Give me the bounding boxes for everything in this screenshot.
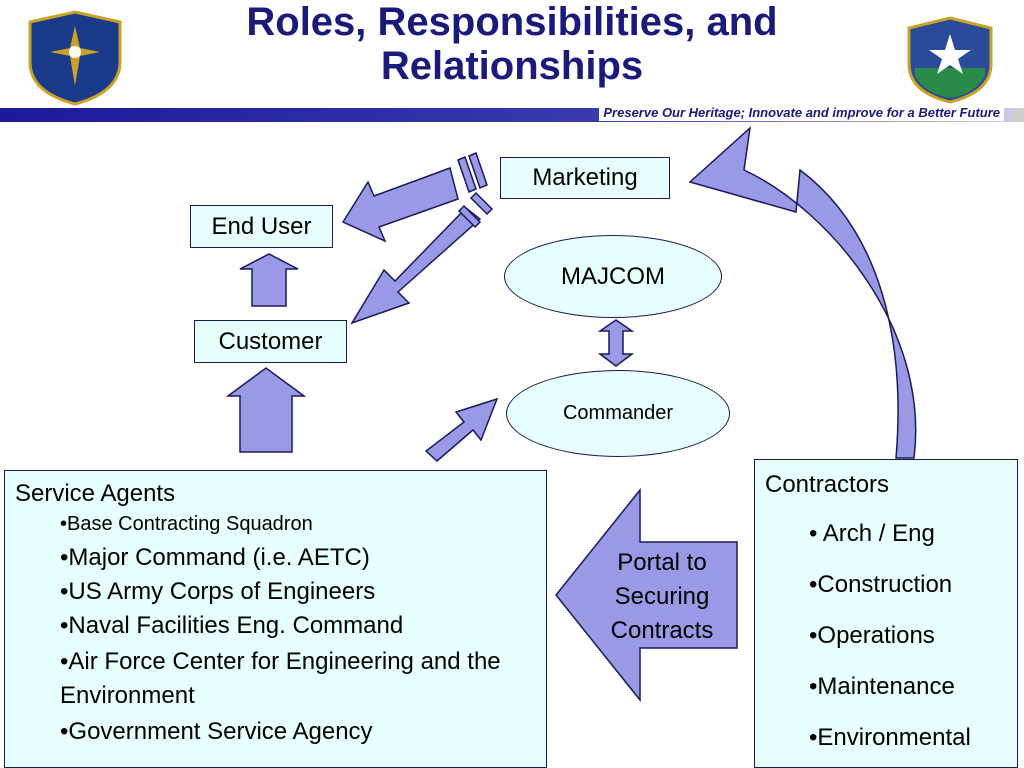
tagline: Preserve Our Heritage; Innovate and impr… bbox=[599, 105, 1004, 121]
contractor-item: •Operations bbox=[809, 622, 935, 649]
contractors-box: Contractors • Arch / Eng •Construction •… bbox=[754, 459, 1018, 768]
service-agents-box: Service Agents •Base Contracting Squadro… bbox=[4, 470, 547, 768]
end-user-label: End User bbox=[211, 212, 312, 240]
service-agent-item: •Base Contracting Squadron bbox=[60, 513, 313, 535]
service-agents-heading: Service Agents bbox=[15, 480, 176, 507]
page-title: Roles, Responsibilities, and Relationshi… bbox=[246, 0, 778, 88]
service-agent-item: •Major Command (i.e. AETC) bbox=[60, 544, 370, 571]
contractor-item: • Arch / Eng bbox=[809, 520, 935, 547]
marketing-box: Marketing bbox=[500, 157, 670, 199]
portal-label: Portal to Securing Contracts bbox=[610, 549, 714, 644]
commander-ellipse: Commander bbox=[506, 370, 730, 457]
service-agent-item: •Naval Facilities Eng. Command bbox=[60, 612, 404, 639]
arrow-marketing-to-end-user bbox=[341, 167, 459, 243]
service-agent-item: •Government Service Agency bbox=[60, 718, 373, 745]
customer-label: Customer bbox=[218, 327, 323, 355]
majcom-ellipse: MAJCOM bbox=[504, 235, 722, 318]
service-agent-item: •US Army Corps of Engineers bbox=[60, 578, 376, 605]
commander-label: Commander bbox=[562, 402, 674, 424]
air-base-wing-shield-icon bbox=[907, 16, 993, 104]
contractors-heading: Contractors bbox=[765, 471, 890, 498]
marketing-label: Marketing bbox=[532, 164, 638, 191]
service-agent-item: •Air Force Center for Engineering and th… bbox=[60, 648, 501, 709]
arrow-majcom-commander bbox=[597, 319, 635, 367]
majcom-label: MAJCOM bbox=[561, 262, 665, 290]
arrow-marketing-to-customer bbox=[350, 206, 482, 325]
aetc-shield-icon bbox=[28, 10, 122, 106]
customer-box: Customer bbox=[194, 320, 347, 363]
arrow-contractors-to-marketing bbox=[688, 126, 917, 459]
arrow-service-agents-to-commander bbox=[424, 397, 499, 463]
contractor-item: •Construction bbox=[809, 571, 953, 598]
contractor-item: •Maintenance bbox=[809, 673, 955, 700]
portal-arrow bbox=[555, 487, 738, 703]
end-user-box: End User bbox=[190, 205, 333, 248]
arrow-service-agents-to-customer bbox=[225, 367, 307, 453]
contractor-item: •Environmental bbox=[809, 724, 971, 751]
arrow-customer-to-end-user bbox=[239, 253, 299, 307]
